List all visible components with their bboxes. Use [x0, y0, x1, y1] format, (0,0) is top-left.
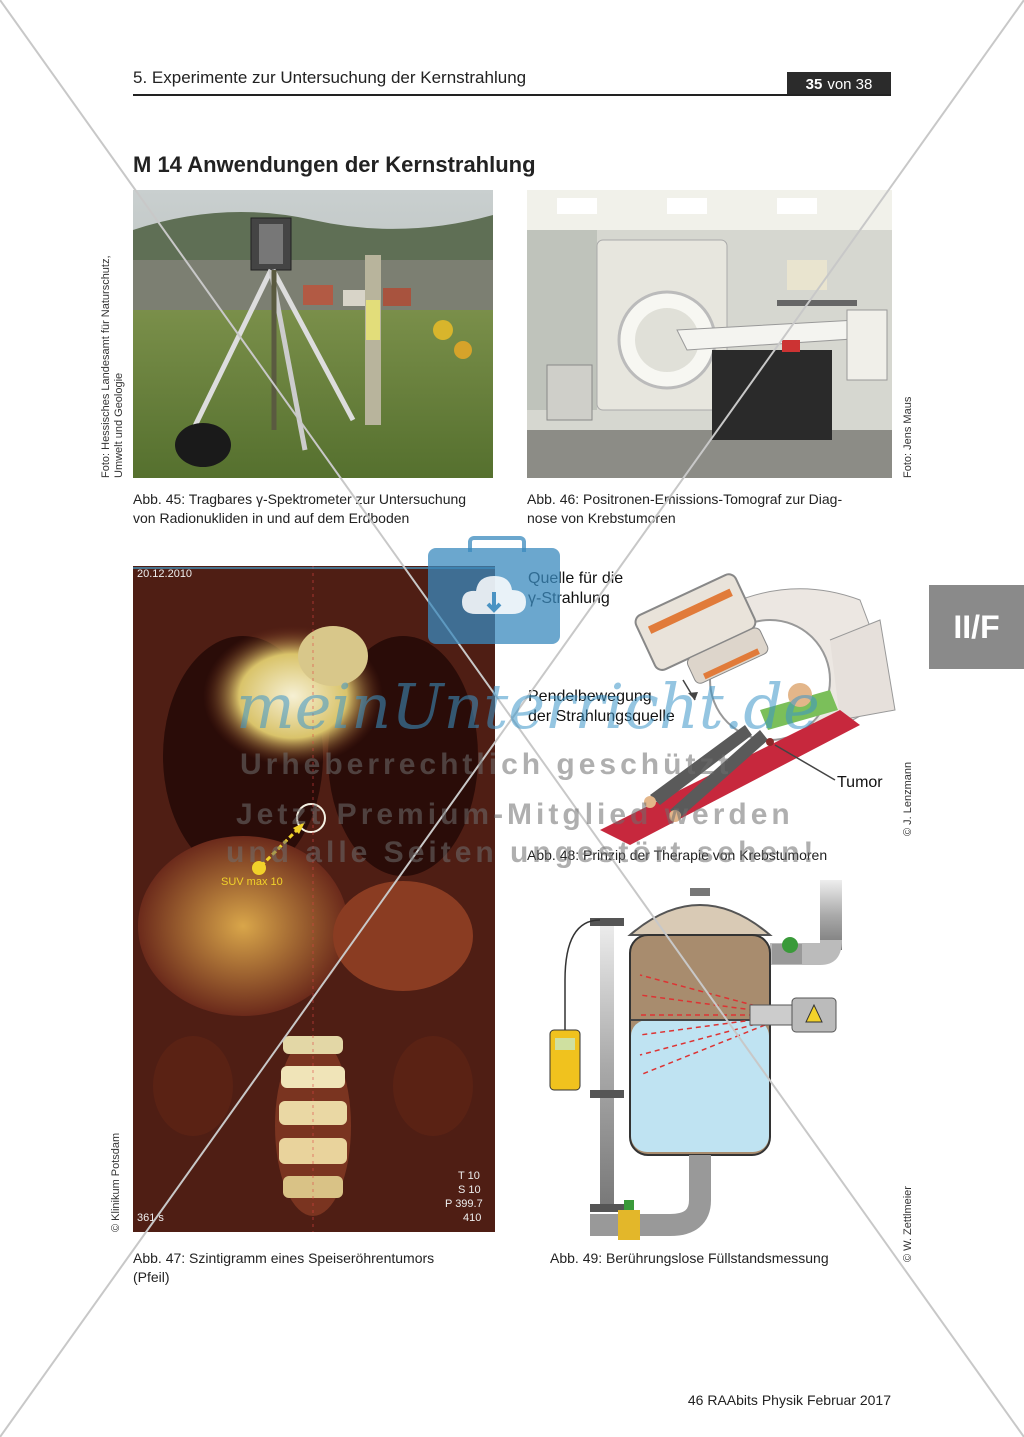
level-measurement-diagram	[549, 880, 842, 1240]
page-indicator: 35 von 38	[787, 72, 891, 96]
fig47-caption: Abb. 47: Szintigramm eines Speiseröhrent…	[133, 1249, 513, 1287]
fig46-caption-line2: nose von Krebstumoren	[527, 510, 676, 526]
fig48-label-source-1: Quelle für die	[528, 570, 624, 587]
spectrometer-photo	[133, 190, 493, 478]
fig45-caption-line2: von Radionukliden in und auf dem Erdbode…	[133, 510, 410, 526]
fig45-caption: Abb. 45: Tragbares γ-Spektrometer zur Un…	[133, 490, 513, 528]
header-title: 5. Experimente zur Untersuchung der Kern…	[133, 68, 527, 87]
fig47-caption-line1: Abb. 47: Szintigramm eines Speiseröhrent…	[133, 1250, 435, 1266]
side-tab: II/F	[929, 585, 1024, 669]
fig48-diagram: Quelle für die γ-Strahlung Pendelbewegun…	[500, 560, 900, 850]
fig47-info-p: P 399.7	[445, 1198, 483, 1210]
fig47-info-t: T 10	[458, 1170, 480, 1182]
fig46-credit: Foto: Jens Maus	[902, 396, 914, 478]
fig46-caption-line1: Abb. 46: Positronen-Emissions-Tomograf z…	[527, 491, 843, 507]
fig47-caption-line2: (Pfeil)	[133, 1269, 170, 1285]
fig48-credit: © J. Lenzmann	[902, 761, 914, 836]
fig45-credit-line2: Umwelt und Geologie	[113, 372, 125, 478]
fig49-credit: © W. Zettlmeier	[902, 1186, 914, 1262]
fig48-label-pendel-2: der Strahlungsquelle	[528, 708, 675, 725]
fig47-suv: SUV max 10	[221, 876, 283, 888]
section-title: M 14 Anwendungen der Kernstrahlung	[133, 152, 536, 177]
fig46-caption: Abb. 46: Positronen-Emissions-Tomograf z…	[527, 490, 897, 528]
fig47-info-n: 410	[463, 1212, 482, 1224]
page-total: von 38	[827, 75, 873, 93]
fig48-label-pendel-1: Pendelbewegung	[528, 688, 652, 705]
fig49-diagram	[540, 880, 880, 1240]
fig47-info-left: 361 s	[137, 1212, 164, 1224]
fig46-photo	[527, 190, 892, 478]
header-rule	[133, 94, 891, 96]
fig47-scintigram: 20.12.2010 SUV max 10 T 10 S 10 P 399.7 …	[133, 566, 495, 1232]
fig45-caption-line1: Abb. 45: Tragbares γ-Spektrometer zur Un…	[133, 491, 467, 507]
fig47-credit: © Klinikum Potsdam	[110, 1132, 122, 1232]
fig49-caption: Abb. 49: Berührungslose Füllstandsmessun…	[550, 1250, 829, 1266]
fig48-label-source-2: γ-Strahlung	[528, 590, 610, 607]
fig45-credit-line1: Foto: Hessisches Landesamt für Naturschu…	[100, 255, 112, 478]
scintigram-image	[133, 566, 495, 1232]
fig47-date: 20.12.2010	[137, 568, 193, 580]
footer: 46 RAAbits Physik Februar 2017	[687, 1392, 891, 1408]
fig45-credit: Foto: Hessisches Landesamt für Naturschu…	[100, 255, 126, 478]
fig48-caption: Abb. 48: Prinzip der Therapie von Krebst…	[527, 847, 828, 863]
fig47-info-s: S 10	[458, 1184, 481, 1196]
pet-scanner-photo	[527, 190, 892, 478]
fig45-photo	[133, 190, 493, 478]
fig48-label-tumor: Tumor	[837, 774, 883, 791]
page-current: 35	[805, 75, 823, 93]
